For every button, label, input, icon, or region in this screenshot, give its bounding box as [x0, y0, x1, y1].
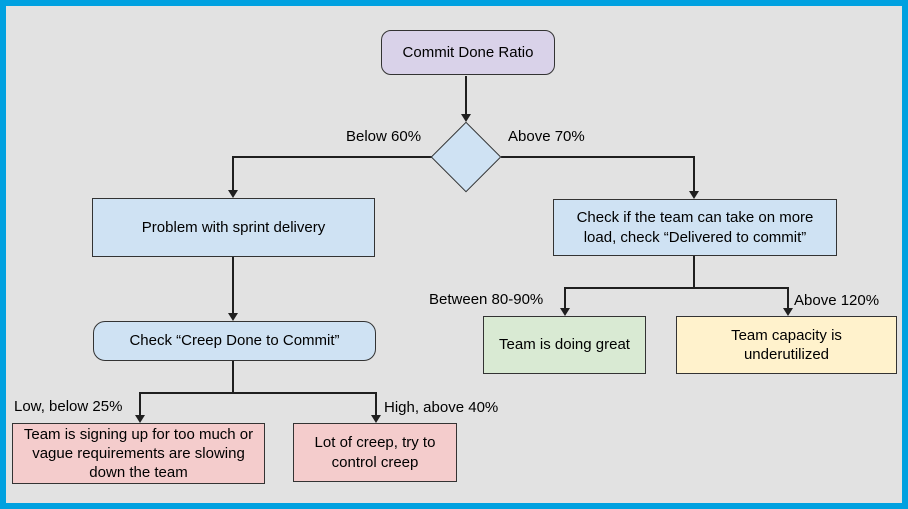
- edge-label-low-below-25: Low, below 25%: [14, 398, 123, 415]
- edge-creep-stem-line: [232, 361, 234, 394]
- edge-load-stem-line: [693, 256, 695, 289]
- edge-load-left-vline: [564, 287, 566, 308]
- edge-problem-creep-line: [232, 257, 234, 313]
- edge-creep-split-hline: [139, 392, 377, 394]
- decision-diamond: [430, 121, 502, 193]
- edge-load-split-hline: [564, 287, 789, 289]
- arrowhead-into-doing-great: [560, 308, 570, 316]
- node-check-team-load: Check if the team can take on more load,…: [553, 199, 837, 256]
- edge-label-between-80-90: Between 80-90%: [429, 291, 544, 308]
- node-team-doing-great: Team is doing great: [483, 316, 646, 374]
- arrowhead-into-check-load: [689, 191, 699, 199]
- arrowhead-into-diamond: [461, 114, 471, 122]
- edge-root-diamond-line: [465, 76, 467, 116]
- node-lot-of-creep: Lot of creep, try to control creep: [293, 423, 457, 482]
- arrowhead-into-problem: [228, 190, 238, 198]
- edge-diamond-left-hline: [232, 156, 432, 158]
- arrowhead-into-too-much: [135, 415, 145, 423]
- node-commit-done-ratio: Commit Done Ratio: [381, 30, 555, 75]
- edge-label-high-above-40: High, above 40%: [384, 399, 499, 416]
- edge-creep-low-vline: [139, 392, 141, 415]
- edge-diamond-left-vline: [232, 156, 234, 190]
- node-team-capacity-underutilized: Team capacity is underutilized: [676, 316, 897, 374]
- node-signing-up-too-much: Team is signing up for too much or vague…: [12, 423, 265, 484]
- edge-diamond-right-vline: [693, 156, 695, 191]
- edge-label-above-70: Above 70%: [508, 128, 585, 145]
- arrowhead-into-underutilized: [783, 308, 793, 316]
- edge-diamond-right-hline: [501, 156, 695, 158]
- edge-creep-high-vline: [375, 392, 377, 415]
- edge-label-above-120: Above 120%: [794, 292, 880, 309]
- arrowhead-into-lot-of-creep: [371, 415, 381, 423]
- node-problem-sprint-delivery: Problem with sprint delivery: [92, 198, 375, 257]
- edge-label-below-60: Below 60%: [346, 128, 422, 145]
- arrowhead-into-check-creep: [228, 313, 238, 321]
- edge-load-right-vline: [787, 287, 789, 308]
- node-check-creep-done-to-commit: Check “Creep Done to Commit”: [93, 321, 376, 361]
